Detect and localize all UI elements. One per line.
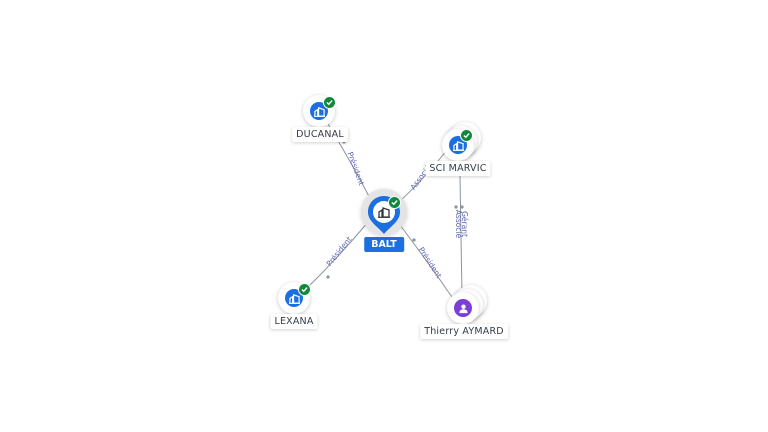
verified-check-icon <box>298 283 311 296</box>
node-label: LEXANA <box>270 314 318 329</box>
svg-text:Gérant: Gérant <box>460 211 469 237</box>
edge-label-associe: Associé <box>454 210 463 239</box>
verified-check-icon <box>388 196 401 209</box>
node-label: SCI MARVIC <box>425 161 491 176</box>
svg-text:Associé: Associé <box>454 210 463 239</box>
verified-check-icon <box>460 129 473 142</box>
edge-label-balt-thierry: Président <box>417 245 444 279</box>
node-label: Thierry AYMARD <box>420 324 508 339</box>
svg-text:Président: Président <box>417 245 444 279</box>
node-label: DUCANAL <box>292 127 348 142</box>
edge-label-balt-lexana: Président <box>325 235 354 268</box>
edge-balt-thierry[interactable]: Président <box>399 224 455 301</box>
svg-text:Président: Président <box>325 235 354 268</box>
svg-text:Président: Président <box>346 151 367 187</box>
node-label: BALT <box>364 237 404 252</box>
edge-label-balt-ducanal: Président <box>346 151 367 187</box>
edge-label-gerant: Gérant <box>460 211 469 237</box>
edge-balt-lexana[interactable]: Président <box>302 221 369 293</box>
verified-check-icon <box>323 96 336 109</box>
edge-sci-marvic-thierry[interactable]: Gérant Associé <box>454 175 469 297</box>
user-icon <box>454 299 472 317</box>
edge-balt-sci-marvic[interactable]: Associé <box>397 149 448 204</box>
